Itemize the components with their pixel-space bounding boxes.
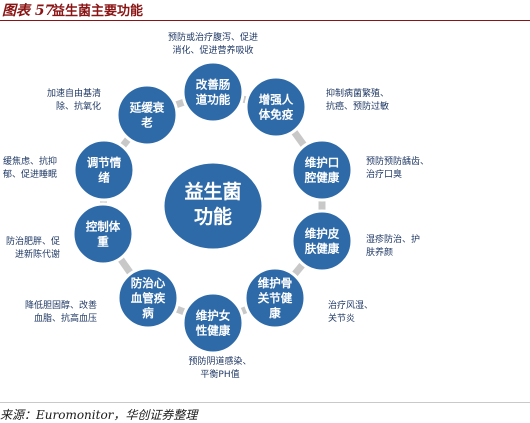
node-circle — [244, 75, 308, 139]
note-line: 加速自由基清 — [46, 89, 101, 99]
note-anti-aging: 加速自由基清除、抗氧化 — [47, 88, 101, 114]
center-label-line2: 功能 — [194, 205, 232, 228]
note-skin-health: 湿疹防治、护肤养颜 — [366, 234, 420, 260]
figure-number: 图表 57 — [2, 0, 54, 20]
note-line: 预防预防龋齿、 — [366, 157, 430, 167]
node-label-line-1: 维护女 — [196, 309, 231, 323]
note-line: 关节炎 — [328, 314, 356, 324]
node-circle — [115, 83, 179, 147]
node-label-line-3: 康 — [269, 306, 281, 320]
node-label-line-2: 性健康 — [196, 324, 231, 338]
note-line: 郁、促进睡眠 — [2, 170, 57, 180]
node-circle — [181, 291, 245, 355]
note-line: 预防或治疗腹泻、促进 — [167, 33, 259, 43]
node-circle — [290, 209, 354, 273]
node-label-line-2: 关节健 — [258, 291, 293, 305]
note-weight-control: 防治肥胖、促进新陈代谢 — [6, 236, 60, 262]
figure-title: 益生菌主要功能 — [52, 4, 144, 19]
node-label-line-1: 维护骨 — [258, 276, 293, 290]
note-cardiovascular: 降低胆固醇、改善血脂、抗高血压 — [25, 300, 97, 326]
note-oral-health: 预防预防龋齿、治疗口臭 — [366, 156, 429, 182]
node-label-line-2: 腔健康 — [304, 171, 340, 185]
note-line: 抑制病菌繁殖、 — [326, 89, 390, 99]
node-circle — [116, 266, 180, 330]
node-label-line-1: 维护皮 — [305, 227, 340, 241]
note-line: 进新陈代谢 — [14, 250, 60, 260]
node-label-line-1: 维护口 — [305, 156, 340, 170]
note-line: 除、抗氧化 — [55, 102, 101, 112]
node-circle — [71, 202, 135, 266]
note-female-health: 预防阴道感染、平衡PH值 — [188, 356, 251, 382]
note-mood-regulation: 缓焦虑、抗抑郁、促进睡眠 — [3, 156, 57, 182]
note-bone-joint-health: 治疗风湿、关节炎 — [328, 300, 373, 326]
node-label-line-1: 控制体 — [86, 220, 121, 234]
center-label-line1: 益生菌 — [184, 180, 241, 203]
source-bar: 来源：Euromonitor，华创证券整理 — [0, 402, 530, 422]
node-label-line-2: 肤健康 — [305, 242, 340, 256]
center-node: 益生菌 功能 — [161, 160, 265, 252]
node-label-line-1: 防治心 — [131, 276, 166, 290]
node-circle — [290, 138, 354, 202]
node-label-line-1: 改善肠 — [196, 78, 231, 92]
note-line: 降低胆固醇、改善 — [24, 301, 97, 311]
node-label-line-1: 增强人 — [259, 93, 294, 107]
note-line: 血脂、抗高血压 — [33, 314, 97, 324]
source-text: 来源：Euromonitor，华创证券整理 — [0, 408, 198, 422]
node-label-line-2: 绪 — [98, 171, 110, 185]
figure-number-prefix: 图表 — [2, 3, 35, 19]
node-circle — [243, 266, 307, 330]
node-label-line-2: 体免疫 — [259, 108, 294, 122]
note-line: 防治肥胖、促 — [5, 237, 60, 247]
node-label-line-2: 血管疾 — [131, 291, 166, 305]
node-label-line-2: 重 — [97, 235, 109, 249]
node-label-line-1: 延缓衰 — [129, 101, 165, 115]
figure-header: 图表 57 益生菌主要功能 — [0, 0, 530, 21]
node-label-line-2: 老 — [140, 116, 153, 130]
function-nodes: 改善肠道功能增强人体免疫维护口腔健康维护皮肤健康维护骨关节健康维护女性健康防治心… — [71, 60, 354, 355]
note-line: 治疗风湿、 — [328, 301, 374, 311]
note-immunity: 抑制病菌繁殖、抗癌、预防过敏 — [326, 88, 389, 114]
note-line: 抗癌、预防过敏 — [326, 102, 390, 112]
note-intestinal-function: 预防或治疗腹泻、促进消化、促进营养吸收 — [168, 32, 258, 58]
node-circle — [181, 60, 245, 124]
note-line: 消化、促进营养吸收 — [172, 46, 254, 56]
note-line: 缓焦虑、抗抑 — [2, 157, 57, 167]
node-label-line-2: 道功能 — [196, 93, 231, 107]
note-line: 预防阴道感染、 — [188, 357, 252, 367]
note-line: 治疗口臭 — [366, 170, 403, 180]
figure-number-value: 57 — [34, 3, 55, 19]
note-line: 湿疹防治、护 — [366, 235, 421, 245]
node-circle — [72, 138, 136, 202]
note-line: 平衡PH值 — [200, 370, 240, 380]
node-label-line-1: 调节情 — [87, 156, 122, 170]
node-label-line-3: 病 — [142, 306, 154, 320]
note-line: 肤养颜 — [366, 248, 394, 258]
